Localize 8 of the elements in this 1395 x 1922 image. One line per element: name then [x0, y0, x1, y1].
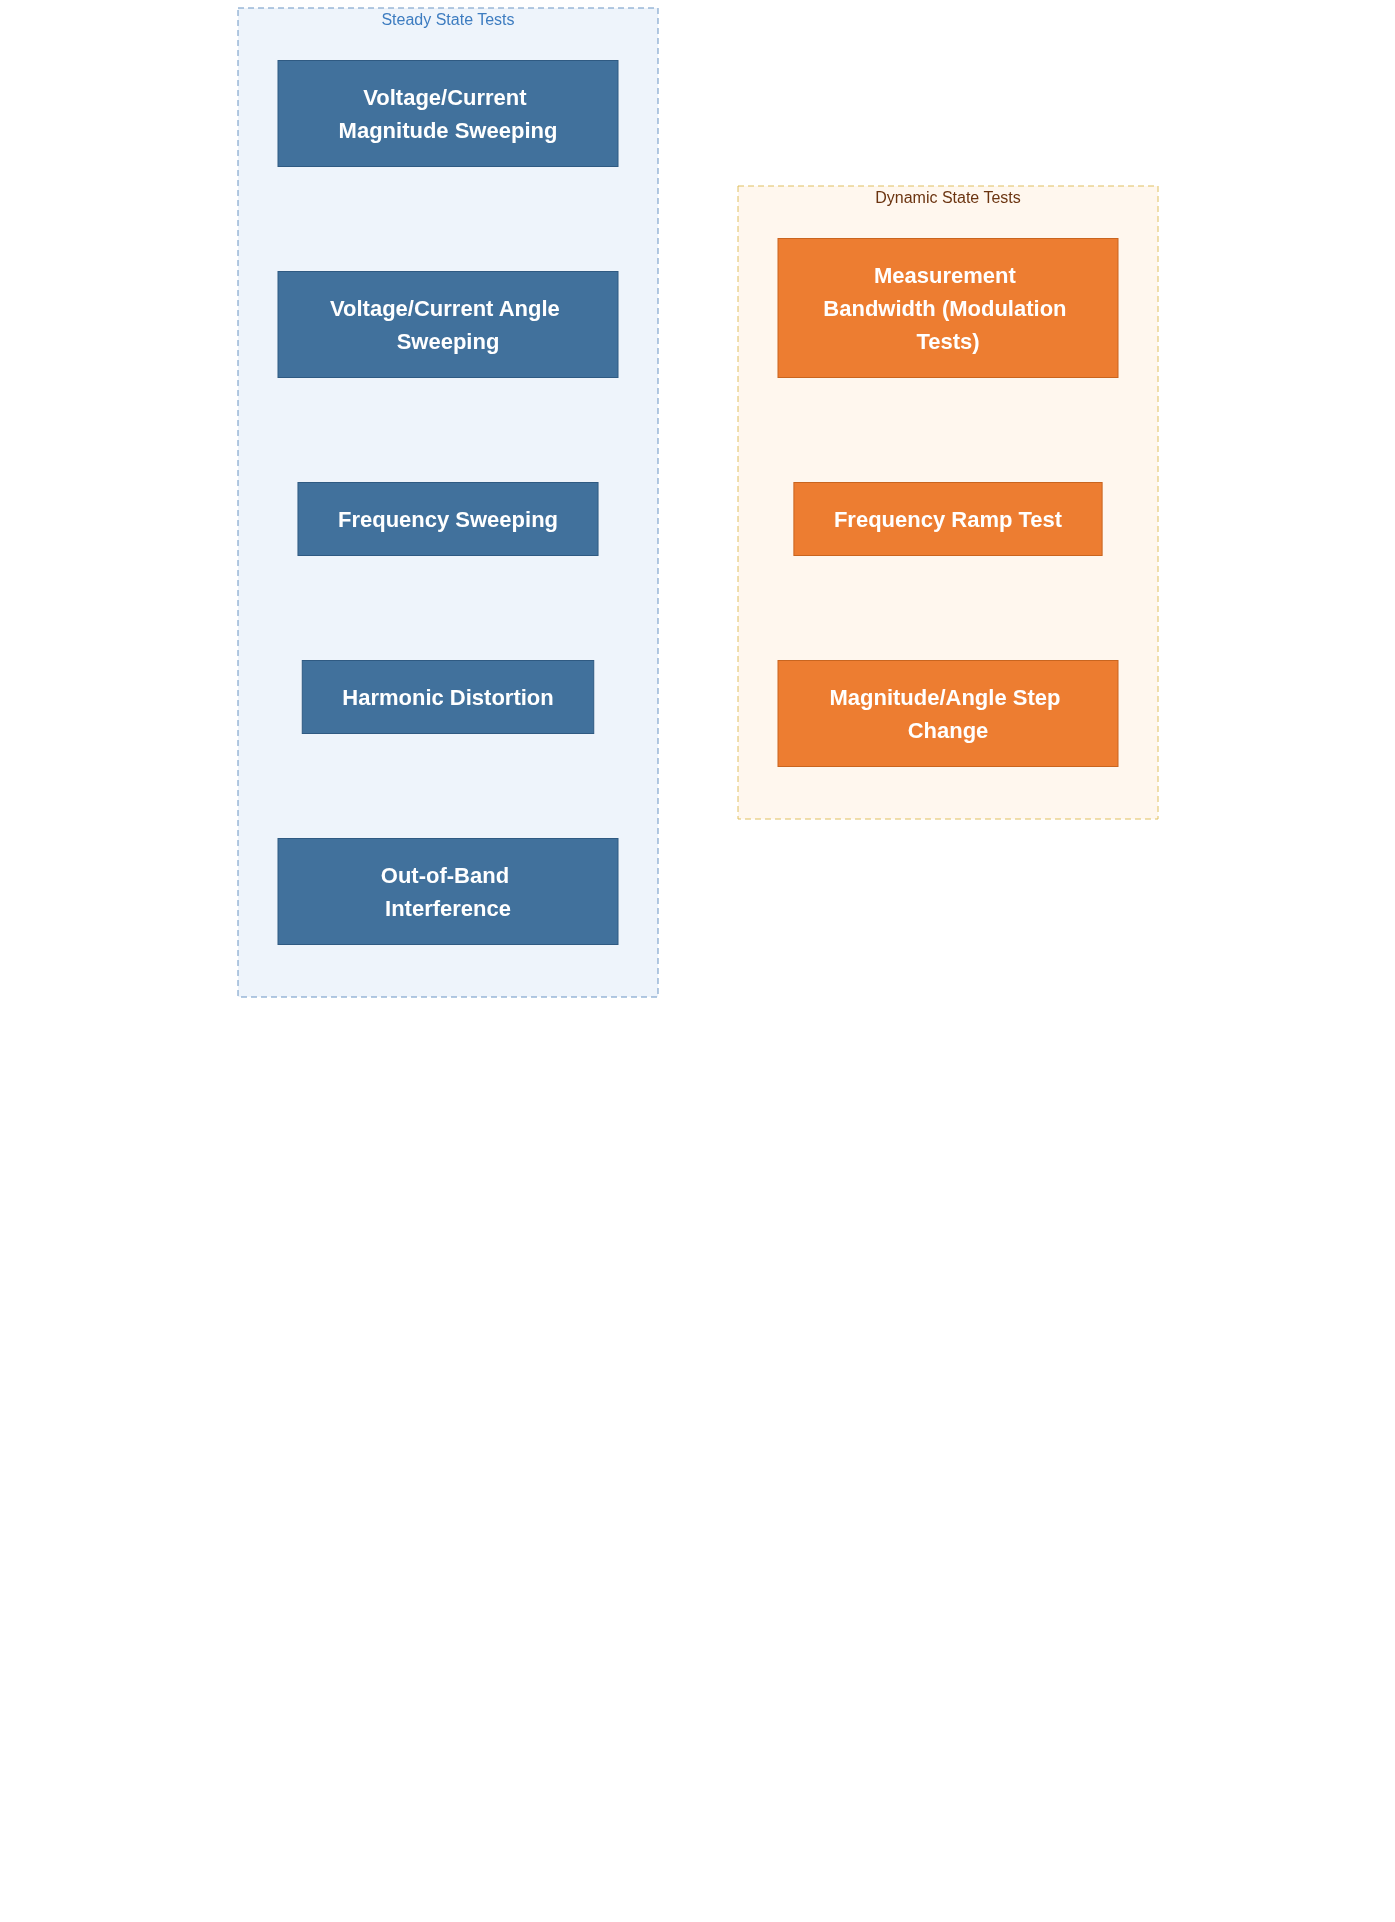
node-box: Harmonic Distortion — [301, 660, 594, 734]
node-box: Magnitude/Angle Step Change — [777, 660, 1118, 767]
node-box: Frequency Ramp Test — [792, 482, 1103, 556]
node-box: Voltage/Current Angle Sweeping — [277, 271, 618, 378]
node-box: Measurement Bandwidth (Modulation Tests) — [777, 238, 1118, 378]
node-box: Voltage/Current Magnitude Sweeping — [277, 60, 618, 167]
node-box: Out-of-Band Interference — [277, 838, 618, 945]
node-box: Frequency Sweeping — [296, 482, 599, 556]
